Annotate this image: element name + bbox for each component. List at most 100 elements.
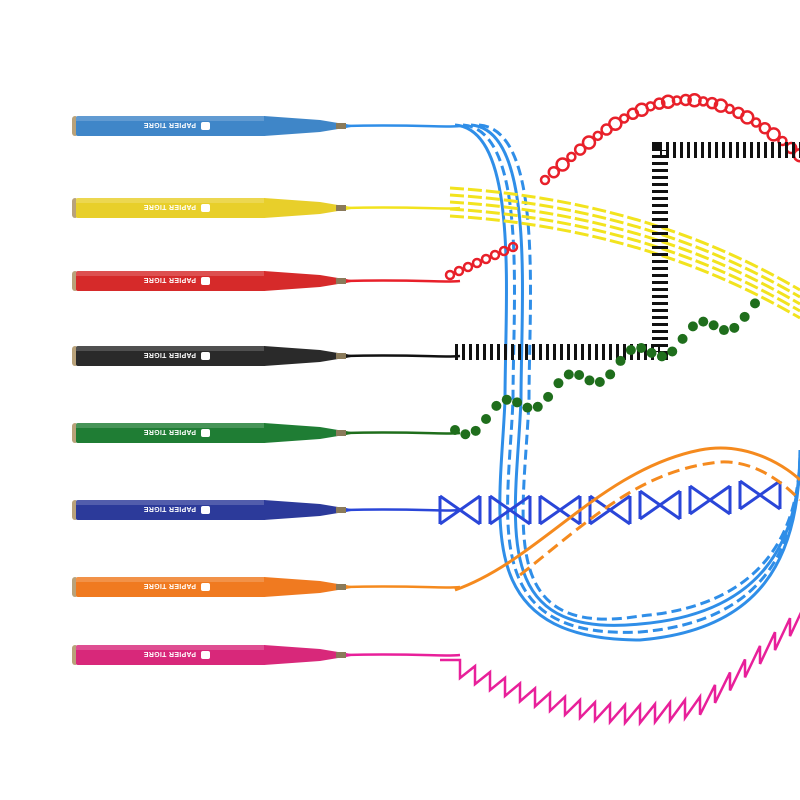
green-blob — [563, 369, 574, 380]
red-circle-mark — [581, 135, 597, 150]
pen-brand-label: PAPIER TIGRE — [143, 121, 196, 128]
pen-tip — [346, 279, 356, 283]
red-circle-mark — [480, 253, 492, 265]
blue-cross-mark — [738, 479, 782, 511]
red-circle-mark — [777, 135, 788, 147]
pen-tip — [346, 124, 356, 128]
pen-highlight — [76, 198, 266, 203]
pen-cone — [264, 645, 338, 665]
tiger-logo-icon — [201, 651, 210, 659]
green-blob — [677, 333, 688, 344]
blue-cross-mark — [688, 484, 732, 516]
ink-line — [344, 354, 461, 358]
green-blob — [532, 401, 543, 412]
ink-line — [344, 431, 461, 435]
red-circle-mark — [739, 110, 755, 125]
pen-yellow: PAPIER TIGRE — [72, 198, 461, 218]
blue-cross-mark — [638, 489, 682, 521]
green-blob — [718, 325, 729, 336]
pen-brand-label: PAPIER TIGRE — [143, 351, 196, 358]
pen-barrel — [76, 577, 266, 597]
green-blob — [729, 322, 740, 333]
green-blob — [656, 351, 667, 362]
green-blob — [553, 378, 564, 389]
green-blob — [584, 375, 595, 386]
blue-wave-stroke — [462, 123, 800, 634]
red-circle-mark — [498, 245, 510, 257]
green-blob — [625, 345, 636, 356]
pen-highlight — [76, 423, 266, 428]
tiger-logo-icon — [201, 204, 210, 212]
pen-highlight — [76, 271, 266, 276]
blue-wave-stroke — [478, 123, 800, 621]
tiger-logo-icon — [201, 122, 210, 130]
pen-tip — [346, 508, 356, 512]
ink-doodles — [438, 93, 800, 727]
pen-blue: PAPIER TIGRE — [72, 116, 461, 136]
pen-brand-label: PAPIER TIGRE — [143, 428, 196, 435]
red-circle-mark — [444, 269, 456, 281]
ink-line — [344, 206, 461, 210]
green-blob — [687, 321, 698, 332]
red-circle-mark — [750, 117, 762, 128]
pen-cone — [264, 346, 338, 366]
red-circle-mark — [555, 157, 570, 172]
pen-tip — [346, 354, 356, 358]
red-circle-mark — [462, 261, 474, 273]
green-blob — [481, 413, 492, 424]
pen-cone — [264, 271, 338, 291]
pen-tip — [346, 431, 356, 435]
red-circle-mark — [566, 151, 577, 163]
green-blob — [512, 397, 523, 408]
green-blob — [615, 355, 626, 366]
pen-highlight — [76, 346, 266, 351]
red-circle-mark — [453, 265, 465, 277]
green-blob — [501, 394, 512, 405]
green-blob — [750, 298, 760, 309]
tiger-logo-icon — [201, 583, 210, 591]
tiger-logo-icon — [201, 506, 210, 514]
red-circle-mark — [705, 96, 719, 110]
ink-line — [344, 508, 461, 512]
green-blob — [543, 391, 554, 402]
pen-highlight — [76, 500, 266, 505]
red-circle-mark — [539, 174, 551, 186]
pen-dark-blue: PAPIER TIGRE — [72, 500, 461, 520]
pen-brand-label: PAPIER TIGRE — [143, 505, 196, 512]
green-blob — [522, 402, 533, 413]
pen-brand-label: PAPIER TIGRE — [143, 203, 196, 210]
green-blob — [636, 343, 647, 354]
pen-tip — [346, 206, 356, 210]
pen-ferrule — [336, 430, 346, 436]
yellow-band-stroke — [449, 186, 800, 292]
yellow-band-stroke — [449, 214, 800, 320]
green-blob — [574, 369, 585, 380]
orange-band — [519, 460, 800, 577]
green-blob — [739, 311, 750, 322]
blue-cross-mark — [588, 494, 632, 526]
pen-cone — [264, 577, 338, 597]
yellow-band-stroke — [449, 207, 800, 313]
pen-highlight — [76, 577, 266, 582]
green-blob — [470, 425, 481, 436]
blue-wave-stroke — [454, 123, 800, 642]
pen-brand-label: PAPIER TIGRE — [143, 582, 196, 589]
pen-highlight — [76, 645, 266, 650]
red-circle-mark — [758, 121, 772, 135]
pen-brand-label: PAPIER TIGRE — [143, 650, 196, 657]
pen-ferrule — [336, 507, 346, 513]
pen-barrel — [76, 198, 266, 218]
pen-cone — [264, 116, 338, 136]
pen-cone — [264, 500, 338, 520]
green-blob — [698, 316, 709, 327]
red-circle-mark — [608, 116, 623, 131]
blue-cross-mark — [488, 494, 532, 526]
pen-orange: PAPIER TIGRE — [72, 577, 461, 597]
red-circle-mark — [679, 93, 692, 107]
pen-tip — [346, 585, 356, 589]
tiger-logo-icon — [201, 352, 210, 360]
pen-barrel — [76, 346, 266, 366]
blue-cross-mark — [538, 494, 582, 526]
